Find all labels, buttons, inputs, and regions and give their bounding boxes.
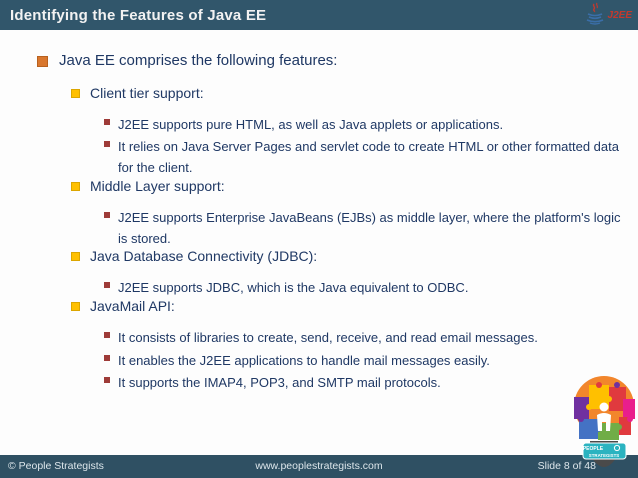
puzzle-bulb-icon: PEOPLE STRATEGISTS xyxy=(574,376,635,467)
square-bullet-icon xyxy=(104,332,110,338)
bullet-text: It consists of libraries to create, send… xyxy=(118,330,538,345)
bullet-item-level1: Java EE comprises the following features… xyxy=(0,52,638,70)
square-bullet-icon xyxy=(71,252,80,261)
bullet-item-level3: It consists of libraries to create, send… xyxy=(0,327,638,348)
bullet-text: JavaMail API: xyxy=(90,298,175,314)
logo-text-people: PEOPLE xyxy=(583,446,604,452)
logo-text-strategists: STRATEGISTS xyxy=(589,453,619,458)
bullet-item-level3: It relies on Java Server Pages and servl… xyxy=(0,136,638,178)
square-bullet-icon xyxy=(104,141,110,147)
square-bullet-icon xyxy=(104,119,110,125)
j2ee-logo-text: J2EE xyxy=(607,9,632,21)
bullet-text: Client tier support: xyxy=(90,85,204,101)
bullet-text: Java EE comprises the following features… xyxy=(59,52,338,69)
footer-slide-number: Slide 8 of 48 xyxy=(537,460,596,472)
bullet-text: Middle Layer support: xyxy=(90,178,225,194)
bullet-text: It relies on Java Server Pages and servl… xyxy=(118,139,619,175)
bullet-text: Java Database Connectivity (JDBC): xyxy=(90,248,318,264)
square-bullet-icon xyxy=(37,56,48,67)
slide-footer: © People Strategists www.peoplestrategis… xyxy=(0,455,638,478)
bullet-text: J2EE supports pure HTML, as well as Java… xyxy=(118,117,504,132)
j2ee-logo: J2EE xyxy=(584,2,632,28)
square-bullet-icon xyxy=(71,89,80,98)
page-title: Identifying the Features of Java EE xyxy=(10,6,267,24)
bullet-item-level2: Middle Layer support: xyxy=(0,178,638,196)
bullet-item-level2: Client tier support: xyxy=(0,85,638,103)
java-cup-icon xyxy=(586,2,603,25)
bullet-item-level2: JavaMail API: xyxy=(0,298,638,316)
square-bullet-icon xyxy=(104,355,110,361)
bullet-item-level3: It enables the J2EE applications to hand… xyxy=(0,350,638,371)
bullet-item-level3: J2EE supports Enterprise JavaBeans (EJBs… xyxy=(0,207,638,249)
square-bullet-icon xyxy=(104,282,110,288)
slide-header: Identifying the Features of Java EE J2EE xyxy=(0,0,638,30)
bullet-text: J2EE supports Enterprise JavaBeans (EJBs… xyxy=(118,210,621,246)
bullet-text: J2EE supports JDBC, which is the Java eq… xyxy=(118,280,469,295)
bullet-item-level3: J2EE supports JDBC, which is the Java eq… xyxy=(0,277,638,298)
square-bullet-icon xyxy=(104,212,110,218)
square-bullet-icon xyxy=(71,302,80,311)
bullet-item-level3: It supports the IMAP4, POP3, and SMTP ma… xyxy=(0,372,638,393)
footer-website: www.peoplestrategists.com xyxy=(255,460,383,472)
bullet-text: It enables the J2EE applications to hand… xyxy=(118,353,490,368)
bullet-item-level3: J2EE supports pure HTML, as well as Java… xyxy=(0,114,638,135)
bullet-item-level2: Java Database Connectivity (JDBC): xyxy=(0,248,638,266)
bullet-text: It supports the IMAP4, POP3, and SMTP ma… xyxy=(118,375,441,390)
people-strategists-logo: PEOPLE STRATEGISTS xyxy=(573,373,637,478)
footer-copyright: © People Strategists xyxy=(8,460,104,472)
square-bullet-icon xyxy=(71,182,80,191)
square-bullet-icon xyxy=(104,377,110,383)
